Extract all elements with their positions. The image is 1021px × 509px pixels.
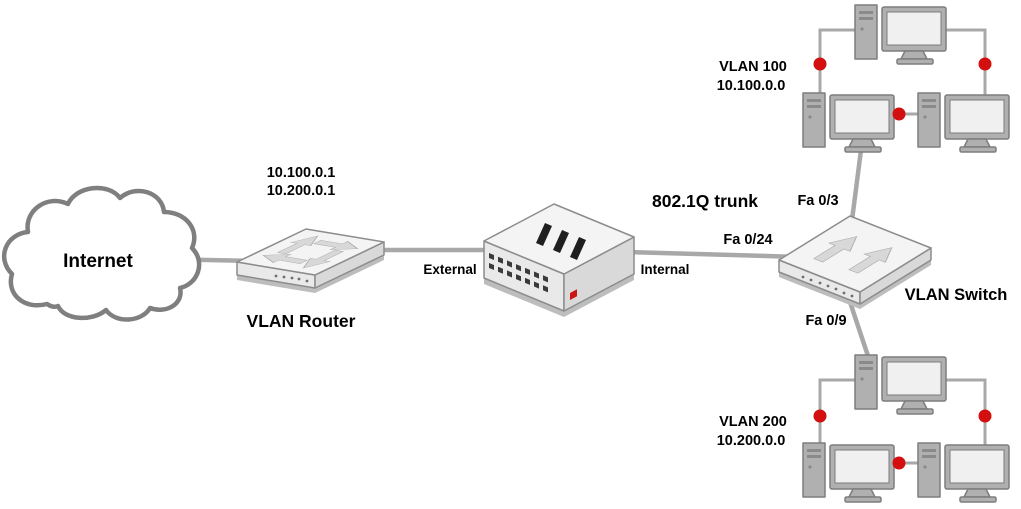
- token-dot: [892, 107, 906, 121]
- router-label: VLAN Router: [247, 311, 356, 331]
- token-dot: [978, 409, 992, 423]
- vent-square: [543, 285, 548, 293]
- vent-square: [507, 270, 512, 278]
- router-base-rim: [237, 255, 384, 293]
- internet-cloud-node: Internet: [1, 185, 202, 322]
- vlan-router-node: [236, 228, 385, 293]
- port-fa03-label: Fa 0/3: [797, 193, 838, 209]
- token-dot: [892, 456, 906, 470]
- switch-arrows-icon: [812, 236, 893, 274]
- firewall-logo-group: [570, 289, 577, 300]
- port-dot: [290, 276, 294, 280]
- port-dot: [826, 284, 830, 288]
- router-arrow: [276, 235, 319, 255]
- firewall-base-rim: [484, 274, 634, 317]
- internet-label: Internet: [63, 251, 133, 272]
- port-dot: [274, 274, 278, 278]
- vent-square: [543, 275, 548, 283]
- port-dot: [282, 275, 286, 279]
- router-arrow: [302, 249, 345, 269]
- router-top-face: [236, 228, 385, 276]
- token-dot: [813, 409, 827, 423]
- vlan100-subnet-label: 10.100.0.0: [717, 78, 786, 94]
- vlan200-subnet-label: 10.200.0.0: [717, 433, 786, 449]
- vlan200-segment: [802, 354, 1010, 503]
- router-ip-2: 10.200.0.1: [267, 183, 336, 199]
- port-dot: [801, 275, 805, 279]
- workstation: [802, 92, 895, 153]
- ring-link: [935, 378, 987, 450]
- router-ip-1: 10.100.0.1: [267, 165, 336, 181]
- workstation: [917, 92, 1010, 153]
- switch-arrow: [848, 247, 893, 274]
- port-fa024-label: Fa 0/24: [723, 232, 772, 248]
- trunk-label: 802.1Q trunk: [652, 191, 758, 211]
- vlan100-segment: [802, 4, 1010, 153]
- workstation: [854, 354, 947, 415]
- port-dot: [850, 294, 854, 298]
- vlan-switch-node: [778, 215, 932, 309]
- vent-square: [525, 267, 530, 275]
- router-arrows-icon: [262, 235, 359, 269]
- ring-link: [818, 378, 866, 450]
- vent-slot: [570, 237, 586, 260]
- ring-link: [818, 28, 866, 100]
- switch-label: VLAN Switch: [905, 286, 1008, 304]
- vent-square: [507, 260, 512, 268]
- vent-square: [489, 253, 494, 261]
- vent-square: [489, 263, 494, 271]
- labels: 10.100.0.1 10.200.0.1 VLAN Router Extern…: [247, 59, 1008, 449]
- router-arrow: [312, 240, 359, 251]
- vent-slot: [536, 223, 552, 246]
- vent-square: [534, 271, 539, 279]
- vent-square: [525, 277, 530, 285]
- internal-label: Internal: [641, 262, 690, 277]
- workstation: [854, 4, 947, 65]
- link-switch-vlan100: [848, 149, 864, 229]
- vent-square: [498, 256, 503, 264]
- port-dot: [305, 279, 309, 283]
- port-dot: [842, 291, 846, 295]
- token-dot: [813, 57, 827, 71]
- workstation: [917, 442, 1010, 503]
- vent-slot: [553, 230, 569, 253]
- firewall-top-slots: [536, 223, 586, 260]
- router-ports: [274, 274, 309, 283]
- link-firewall-switch: [627, 249, 801, 260]
- port-dot: [818, 281, 822, 285]
- firewall-logo: [570, 289, 577, 300]
- vlan200-name-label: VLAN 200: [719, 414, 787, 430]
- switch-arrow: [812, 236, 858, 263]
- port-dot: [834, 287, 838, 291]
- ring-link: [935, 28, 987, 100]
- router-arrow: [262, 253, 309, 264]
- vent-square: [534, 281, 539, 289]
- port-dot: [809, 278, 813, 282]
- workstation: [802, 442, 895, 503]
- firewall-node: [483, 203, 635, 317]
- firewall-vents: [489, 253, 548, 293]
- vlan100-name-label: VLAN 100: [719, 59, 787, 75]
- port-dot: [297, 277, 301, 281]
- cloud-icon: [1, 185, 202, 322]
- switch-ports: [801, 275, 854, 298]
- vent-square: [516, 274, 521, 282]
- vent-square: [498, 266, 503, 274]
- external-label: External: [423, 262, 476, 277]
- port-fa09-label: Fa 0/9: [805, 313, 846, 329]
- token-dot: [978, 57, 992, 71]
- switch-top-face: [778, 215, 932, 293]
- vent-square: [516, 264, 521, 272]
